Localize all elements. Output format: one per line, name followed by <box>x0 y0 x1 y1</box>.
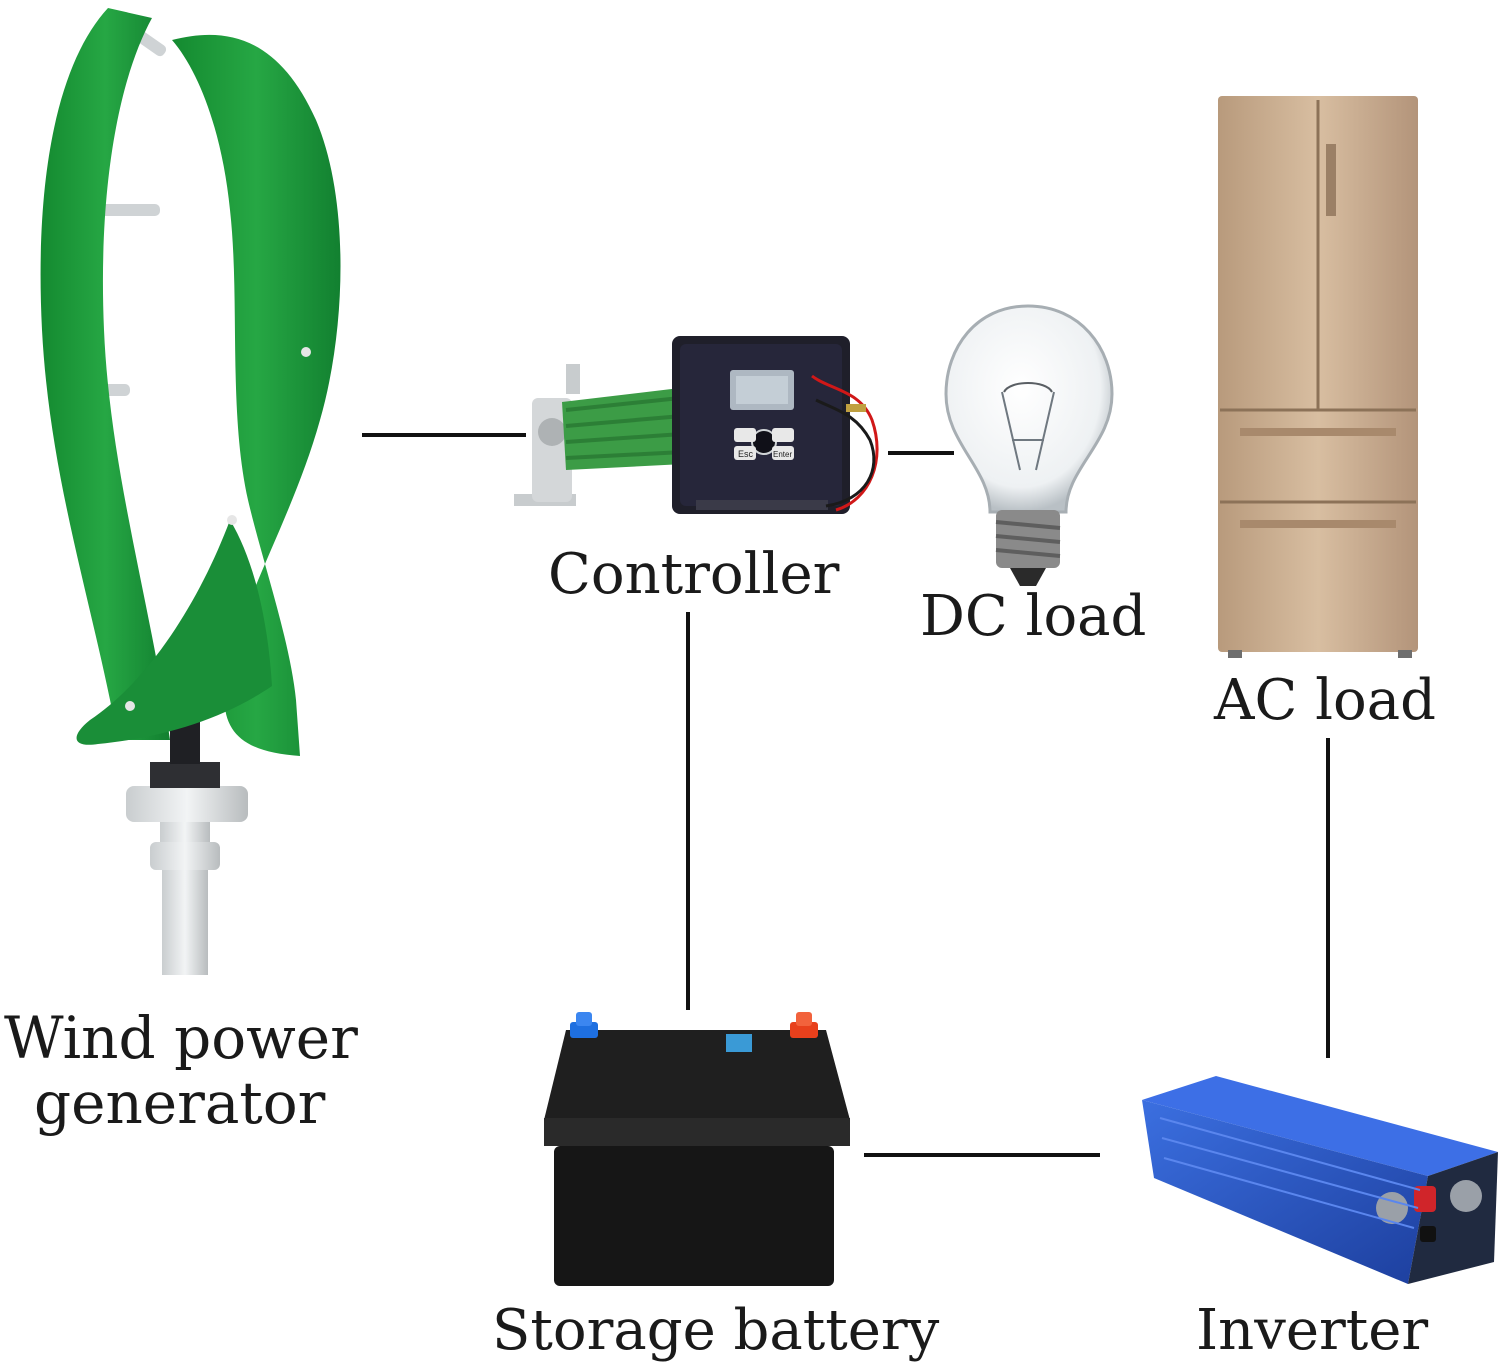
label-storage-battery: Storage battery <box>492 1298 940 1363</box>
ac-load-fridge-illustration <box>1218 96 1418 658</box>
controller-esc-text: Esc <box>738 449 754 459</box>
label-inverter: Inverter <box>1196 1298 1429 1363</box>
label-dc-load: DC load <box>920 584 1147 649</box>
storage-battery-illustration <box>544 1012 850 1286</box>
label-wind-power-generator: Wind power generator <box>4 1006 358 1136</box>
controller-illustration: Esc Enter <box>514 336 879 514</box>
label-ac-load: AC load <box>1214 668 1436 733</box>
label-controller: Controller <box>548 542 840 607</box>
controller-enter-text: Enter <box>773 450 792 459</box>
connector-lines <box>362 433 1330 1157</box>
wind-generator-illustration <box>40 8 341 975</box>
dc-load-bulb-illustration <box>944 304 1114 586</box>
label-wind-line2: generator <box>34 1068 326 1137</box>
label-wind-line1: Wind power <box>4 1004 358 1072</box>
inverter-illustration <box>1142 1076 1498 1284</box>
